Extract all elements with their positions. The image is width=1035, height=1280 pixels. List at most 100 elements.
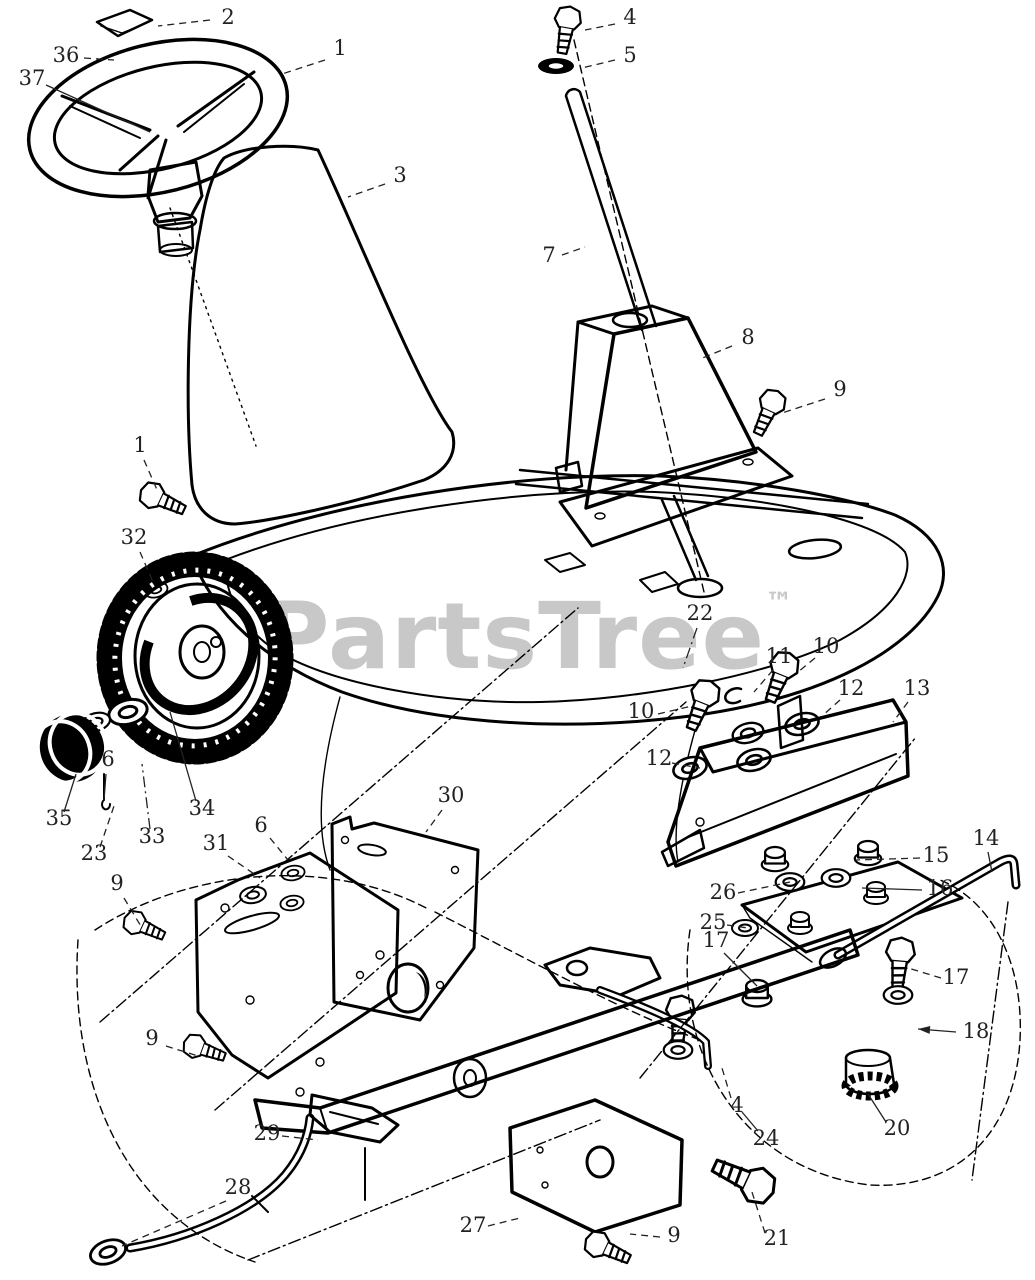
watermark: PartsTree™ (262, 583, 794, 690)
lower-frame-beam (253, 928, 860, 1135)
callout-18: 18 (963, 1019, 990, 1043)
callout-leader-6 (103, 773, 107, 801)
console-washer (237, 883, 269, 907)
callout-5: 5 (623, 43, 636, 67)
callout-leader-1 (281, 59, 326, 75)
stud-nut (787, 911, 813, 935)
callout-leader-11 (753, 669, 774, 693)
console-bolt (178, 1029, 230, 1070)
latch-bracket (308, 1093, 400, 1201)
callout-leader-24 (741, 1111, 759, 1132)
hub-cap (31, 711, 109, 785)
callout-11: 11 (766, 644, 793, 668)
steering-column-adapter (146, 160, 204, 257)
callout-leader-9 (781, 398, 826, 414)
callout-28: 28 (225, 1175, 252, 1199)
callout-33: 33 (139, 824, 166, 848)
callout-arrowhead-18 (918, 1025, 931, 1034)
callout-leader-4 (584, 23, 616, 31)
flange-nut (853, 839, 883, 867)
flat-washer (882, 985, 914, 1005)
shoulder-bolt (705, 1147, 783, 1211)
callout-leader-7 (561, 246, 586, 256)
callout-leader-23 (99, 805, 115, 848)
callout-32: 32 (121, 525, 148, 549)
callout-leader-31 (227, 855, 261, 879)
callout-leader-15 (855, 857, 921, 861)
callout-leader-34 (169, 711, 197, 802)
callout-leader-1 (143, 459, 159, 493)
callout-17: 17 (703, 928, 730, 952)
callout-leader-10 (797, 657, 816, 673)
shaft-washer (538, 58, 574, 74)
callout-leader-3 (347, 183, 386, 198)
steering-arm (543, 946, 662, 997)
column-centerline (169, 207, 257, 447)
callout-leader-9 (629, 1233, 661, 1238)
callout-leader-4 (721, 1067, 732, 1099)
construction-lines (76, 607, 1021, 1263)
callout-7: 7 (542, 243, 555, 267)
callout-27: 27 (460, 1213, 487, 1237)
callout-4: 4 (730, 1093, 743, 1117)
callout-1: 1 (133, 433, 146, 457)
callout-leader-12 (821, 699, 841, 717)
callout-9: 9 (833, 377, 846, 401)
callout-leader-26 (737, 881, 791, 894)
callout-12: 12 (838, 676, 865, 700)
callout-leader-8 (699, 345, 733, 360)
callout-leader-10 (657, 705, 693, 715)
callout-6: 6 (254, 813, 267, 837)
bracket-bolt (579, 1226, 636, 1273)
console-bracket-left (194, 851, 400, 1080)
callout-8: 8 (741, 325, 754, 349)
callout-20: 20 (884, 1116, 911, 1140)
carriage-bolt (881, 935, 918, 992)
callout-37: 37 (19, 66, 46, 90)
callout-31: 31 (203, 831, 230, 855)
console-washer (278, 892, 306, 914)
callout-10: 10 (813, 634, 840, 658)
callout-leader-35 (63, 773, 77, 813)
callout-leader-29 (281, 1135, 319, 1141)
callout-12: 12 (646, 746, 673, 770)
steering-wheel-cap (95, 8, 154, 38)
callout-16: 16 (927, 876, 954, 900)
console-bracket-right (330, 815, 480, 1022)
callout-9: 9 (667, 1223, 680, 1247)
callout-13: 13 (904, 676, 931, 700)
splined-bushing (841, 1048, 899, 1101)
callout-leader-33 (141, 763, 151, 830)
callout-leader-5 (581, 59, 616, 69)
drag-link-rod (818, 854, 1021, 1181)
support-bolt (744, 384, 791, 441)
callout-29: 29 (254, 1121, 281, 1145)
tube-washer (85, 1233, 131, 1271)
steering-support-bracket (554, 304, 794, 548)
callout-17: 17 (943, 965, 970, 989)
front-wheel-tire (96, 551, 294, 765)
callout-9: 9 (145, 1026, 158, 1050)
callout-leader-27 (487, 1217, 521, 1227)
lock-washer (820, 868, 852, 888)
callout-leader-9 (165, 1045, 199, 1057)
callout-leader-28 (121, 1200, 227, 1247)
callout-10: 10 (628, 699, 655, 723)
callout-15: 15 (923, 843, 950, 867)
callout-leader-32 (139, 551, 154, 583)
callout-23: 23 (81, 841, 108, 865)
callout-leader-22 (682, 627, 698, 669)
callout-25: 25 (700, 910, 727, 934)
e-ring (724, 687, 743, 705)
callout-leader-36 (83, 57, 115, 61)
callout-leader-17 (723, 952, 758, 987)
callout-34: 34 (189, 796, 216, 820)
console-bolt (118, 905, 170, 948)
callout-leader-25 (726, 924, 749, 929)
callout-35: 35 (46, 806, 73, 830)
axle-support-channel (660, 694, 910, 868)
callout-leader-20 (867, 1093, 887, 1123)
callout-leader-9 (123, 897, 143, 929)
callout-3: 3 (393, 163, 406, 187)
